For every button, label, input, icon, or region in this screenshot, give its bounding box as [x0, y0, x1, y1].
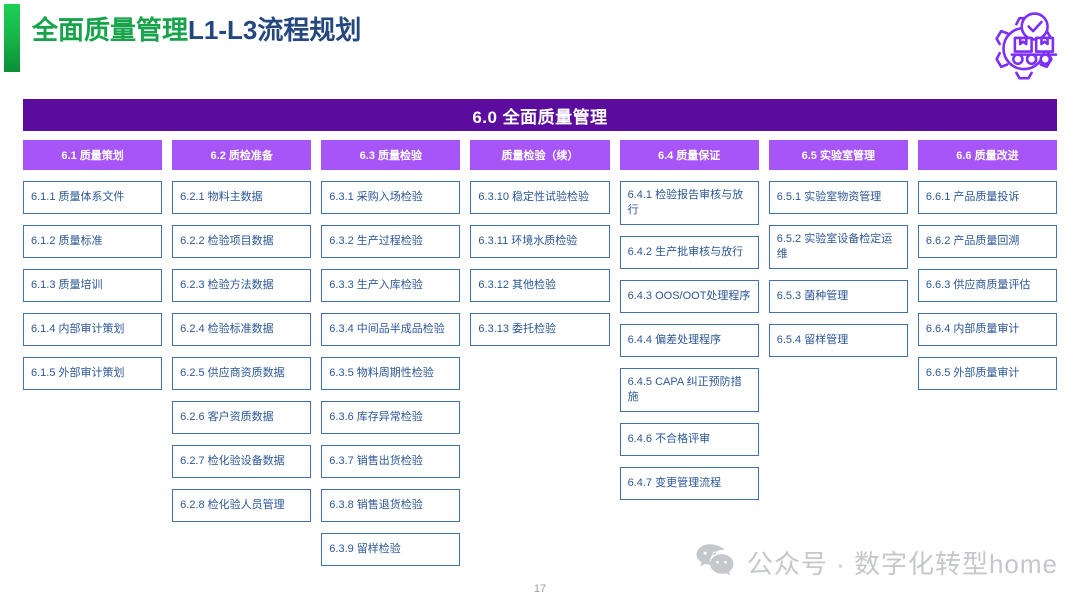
process-item[interactable]: 6.4.3 OOS/OOT处理程序 [619, 280, 759, 313]
process-item[interactable]: 6.3.9 留样检验 [321, 533, 461, 566]
process-item[interactable]: 6.2.4 检验标准数据 [172, 313, 312, 346]
process-item[interactable]: 6.5.1 实验室物资管理 [768, 181, 908, 214]
process-item[interactable]: 6.5.3 菌种管理 [768, 280, 908, 313]
process-item[interactable]: 6.1.4 内部审计策划 [23, 313, 163, 346]
process-item[interactable]: 6.6.4 内部质量审计 [917, 313, 1057, 346]
process-item[interactable]: 6.3.2 生产过程检验 [321, 225, 461, 258]
process-item[interactable]: 6.3.12 其他检验 [470, 269, 610, 302]
process-item[interactable]: 6.2.8 检化验人员管理 [172, 489, 312, 522]
process-item[interactable]: 6.4.2 生产批审核与放行 [619, 236, 759, 269]
wechat-icon [695, 543, 735, 582]
process-column: 6.1 质量策划 6.1.1 质量体系文件 6.1.2 质量标准 6.1.3 质量培训… [23, 140, 163, 577]
process-item[interactable]: 6.2.6 客户资质数据 [172, 401, 312, 434]
section-banner: 6.0 全面质量管理 [23, 99, 1057, 131]
process-item[interactable]: 6.3.3 生产入库检验 [321, 269, 461, 302]
process-item[interactable]: 6.3.8 销售退货检验 [321, 489, 461, 522]
process-column: 6.5 实验室管理 6.5.1 实验室物资管理 6.5.2 实验室设备检定运维 6.5… [768, 140, 908, 577]
process-item[interactable]: 6.2.1 物料主数据 [172, 181, 312, 214]
process-item[interactable]: 6.4.1 检验报告审核与放行 [619, 181, 759, 225]
process-item[interactable]: 6.6.5 外部质量审计 [917, 357, 1057, 390]
column-header[interactable]: 6.1 质量策划 [23, 140, 163, 170]
page-title-secondary: L1-L3流程规划 [188, 15, 362, 45]
process-item[interactable]: 6.3.13 委托检验 [470, 313, 610, 346]
slide-header: 全面质量管理L1-L3流程规划 [0, 0, 1080, 88]
column-header[interactable]: 质量检验（续） [470, 140, 610, 170]
process-column: 6.3 质量检验 6.3.1 采购入场检验 6.3.2 生产过程检验 6.3.3 生产… [321, 140, 461, 577]
column-header[interactable]: 6.3 质量检验 [321, 140, 461, 170]
process-item[interactable]: 6.2.3 检验方法数据 [172, 269, 312, 302]
process-item[interactable]: 6.1.5 外部审计策划 [23, 357, 163, 390]
process-item[interactable]: 6.5.2 实验室设备检定运维 [768, 225, 908, 269]
process-item[interactable]: 6.2.2 检验项目数据 [172, 225, 312, 258]
process-item[interactable]: 6.5.4 留样管理 [768, 324, 908, 357]
column-header[interactable]: 6.6 质量改进 [917, 140, 1057, 170]
process-item[interactable]: 6.3.11 环境水质检验 [470, 225, 610, 258]
process-item[interactable]: 6.2.5 供应商资质数据 [172, 357, 312, 390]
process-item[interactable]: 6.4.5 CAPA 纠正预防措施 [619, 368, 759, 412]
process-item[interactable]: 6.1.2 质量标准 [23, 225, 163, 258]
process-item[interactable]: 6.1.1 质量体系文件 [23, 181, 163, 214]
quality-conveyor-gear-check-icon [986, 6, 1062, 82]
process-item[interactable]: 6.2.7 检化验设备数据 [172, 445, 312, 478]
process-column: 6.6 质量改进 6.6.1 产品质量投诉 6.6.2 产品质量回溯 6.6.3 供应… [917, 140, 1057, 577]
process-item[interactable]: 6.6.2 产品质量回溯 [917, 225, 1057, 258]
process-item[interactable]: 6.3.4 中间品半成品检验 [321, 313, 461, 346]
watermark-text: 公众号 · 数字化转型home [746, 549, 1058, 579]
column-header[interactable]: 6.4 质量保证 [619, 140, 759, 170]
page-title-primary: 全面质量管理 [32, 15, 189, 45]
page-number: 17 [533, 583, 547, 595]
column-header[interactable]: 6.5 实验室管理 [768, 140, 908, 170]
process-item[interactable]: 6.1.3 质量培训 [23, 269, 163, 302]
process-column: 质量检验（续） 6.3.10 稳定性试验检验 6.3.11 环境水质检验 6.3.12… [470, 140, 610, 577]
process-item[interactable]: 6.3.1 采购入场检验 [321, 181, 461, 214]
process-item[interactable]: 6.3.7 销售出货检验 [321, 445, 461, 478]
process-item[interactable]: 6.6.3 供应商质量评估 [917, 269, 1057, 302]
column-header[interactable]: 6.2 质检准备 [172, 140, 312, 170]
green-accent-bar [4, 4, 20, 72]
process-column: 6.2 质检准备 6.2.1 物料主数据 6.2.2 检验项目数据 6.2.3 检验方… [172, 140, 312, 577]
process-item[interactable]: 6.3.6 库存异常检验 [321, 401, 461, 434]
process-grid: 6.1 质量策划 6.1.1 质量体系文件 6.1.2 质量标准 6.1.3 质量培训… [23, 140, 1057, 577]
process-item[interactable]: 6.4.4 偏差处理程序 [619, 324, 759, 357]
process-item[interactable]: 6.4.6 不合格评审 [619, 423, 759, 456]
process-column: 6.4 质量保证 6.4.1 检验报告审核与放行 6.4.2 生产批审核与放行 6.4… [619, 140, 759, 577]
process-item[interactable]: 6.3.5 物料周期性检验 [321, 357, 461, 390]
watermark: 公众号 · 数字化转型home [695, 543, 1058, 582]
process-item[interactable]: 6.3.10 稳定性试验检验 [470, 181, 610, 214]
process-item[interactable]: 6.4.7 变更管理流程 [619, 467, 759, 500]
process-item[interactable]: 6.6.1 产品质量投诉 [917, 181, 1057, 214]
page-title: 全面质量管理L1-L3流程规划 [32, 10, 361, 47]
